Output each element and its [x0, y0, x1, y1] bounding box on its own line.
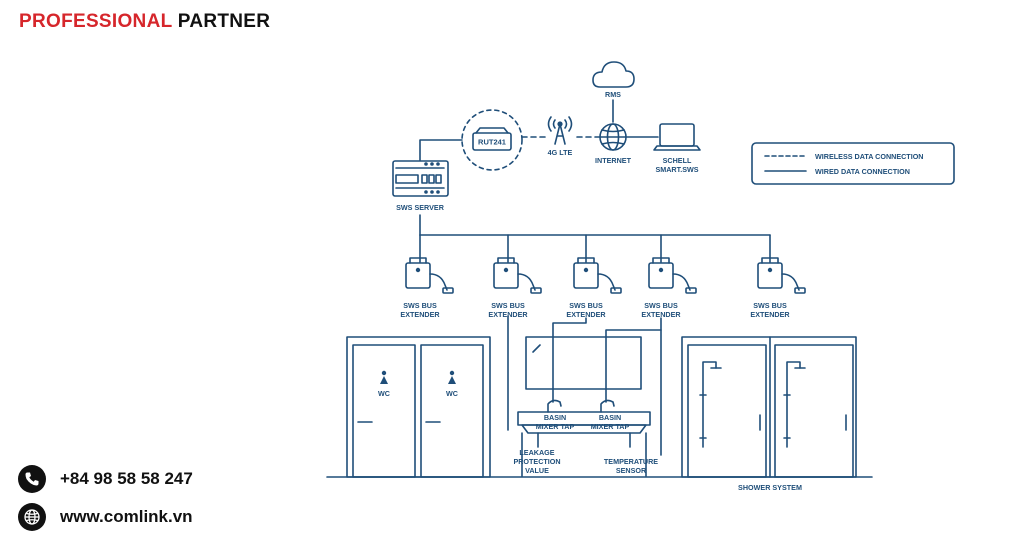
extender-label-1: SWS BUS	[491, 301, 525, 310]
extender-label-1: SWS BUS	[644, 301, 678, 310]
extender-icon	[757, 257, 806, 294]
phone-number[interactable]: +84 98 58 58 247	[60, 469, 193, 488]
extender-icon	[493, 257, 542, 294]
shower-icon	[699, 361, 722, 448]
shower-icon	[783, 361, 806, 448]
extender-icon	[648, 257, 697, 294]
antenna-icon	[547, 116, 573, 145]
basin-label-2: MIXER TAP	[591, 422, 630, 431]
temperature-label-1: TEMPERATURE	[604, 457, 658, 466]
woman-icon	[380, 370, 388, 384]
laptop-icon	[653, 123, 701, 151]
basin	[517, 399, 651, 434]
schell-label-1: SCHELL	[663, 156, 692, 165]
extender-label-1: SWS BUS	[569, 301, 603, 310]
basin-label-1: BASIN	[599, 413, 621, 422]
woman-icon	[448, 370, 456, 384]
temperature-label-2: SENSOR	[616, 466, 647, 475]
legend-wireless-label: WIRELESS DATA CONNECTION	[815, 152, 923, 161]
leakage-label-3: VALUE	[525, 466, 549, 475]
cloud-icon	[592, 61, 635, 88]
brand-word-professional: PROFESSIONAL	[19, 11, 173, 32]
brand-title: PROFESSIONAL PARTNER	[19, 11, 270, 33]
schell-label-2: SMART.SWS	[655, 165, 698, 174]
leakage-label-2: PROTECTION	[513, 457, 560, 466]
globe-icon	[599, 123, 627, 151]
extender-label-1: SWS BUS	[403, 301, 437, 310]
phone-contact[interactable]: +84 98 58 58 247	[18, 465, 193, 493]
router-label: RUT241	[478, 138, 506, 147]
legend-wired-label: WIRED DATA CONNECTION	[815, 167, 910, 176]
extender-label-2: EXTENDER	[641, 310, 681, 319]
extender-icon	[405, 257, 454, 294]
shower-block	[681, 336, 857, 478]
wc-label: WC	[378, 389, 390, 398]
shower-system-label: SHOWER SYSTEM	[738, 483, 802, 492]
mirror	[525, 336, 642, 390]
rms-label: RMS	[605, 90, 621, 99]
phone-icon	[18, 465, 46, 493]
leakage-label-1: LEAKAGE	[519, 448, 554, 457]
extender-label-2: EXTENDER	[488, 310, 528, 319]
brand-word-partner: PARTNER	[177, 11, 271, 32]
internet-label: INTERNET	[595, 156, 632, 165]
basin-label-1: BASIN	[544, 413, 566, 422]
globe-icon	[18, 503, 46, 531]
server-icon	[392, 160, 449, 197]
wc-block	[346, 336, 491, 478]
extender-label-2: EXTENDER	[566, 310, 606, 319]
legend-box	[751, 142, 955, 185]
extender-icon	[573, 257, 622, 294]
wc-label: WC	[446, 389, 458, 398]
basin-label-2: MIXER TAP	[536, 422, 575, 431]
website-link[interactable]: www.comlink.vn	[60, 507, 193, 526]
website-contact[interactable]: www.comlink.vn	[18, 503, 193, 531]
lte-label: 4G LTE	[548, 148, 573, 157]
extender-label-1: SWS BUS	[753, 301, 787, 310]
router-icon	[472, 127, 512, 151]
server-label: SWS SERVER	[396, 203, 445, 212]
extender-label-2: EXTENDER	[750, 310, 790, 319]
extender-label-2: EXTENDER	[400, 310, 440, 319]
